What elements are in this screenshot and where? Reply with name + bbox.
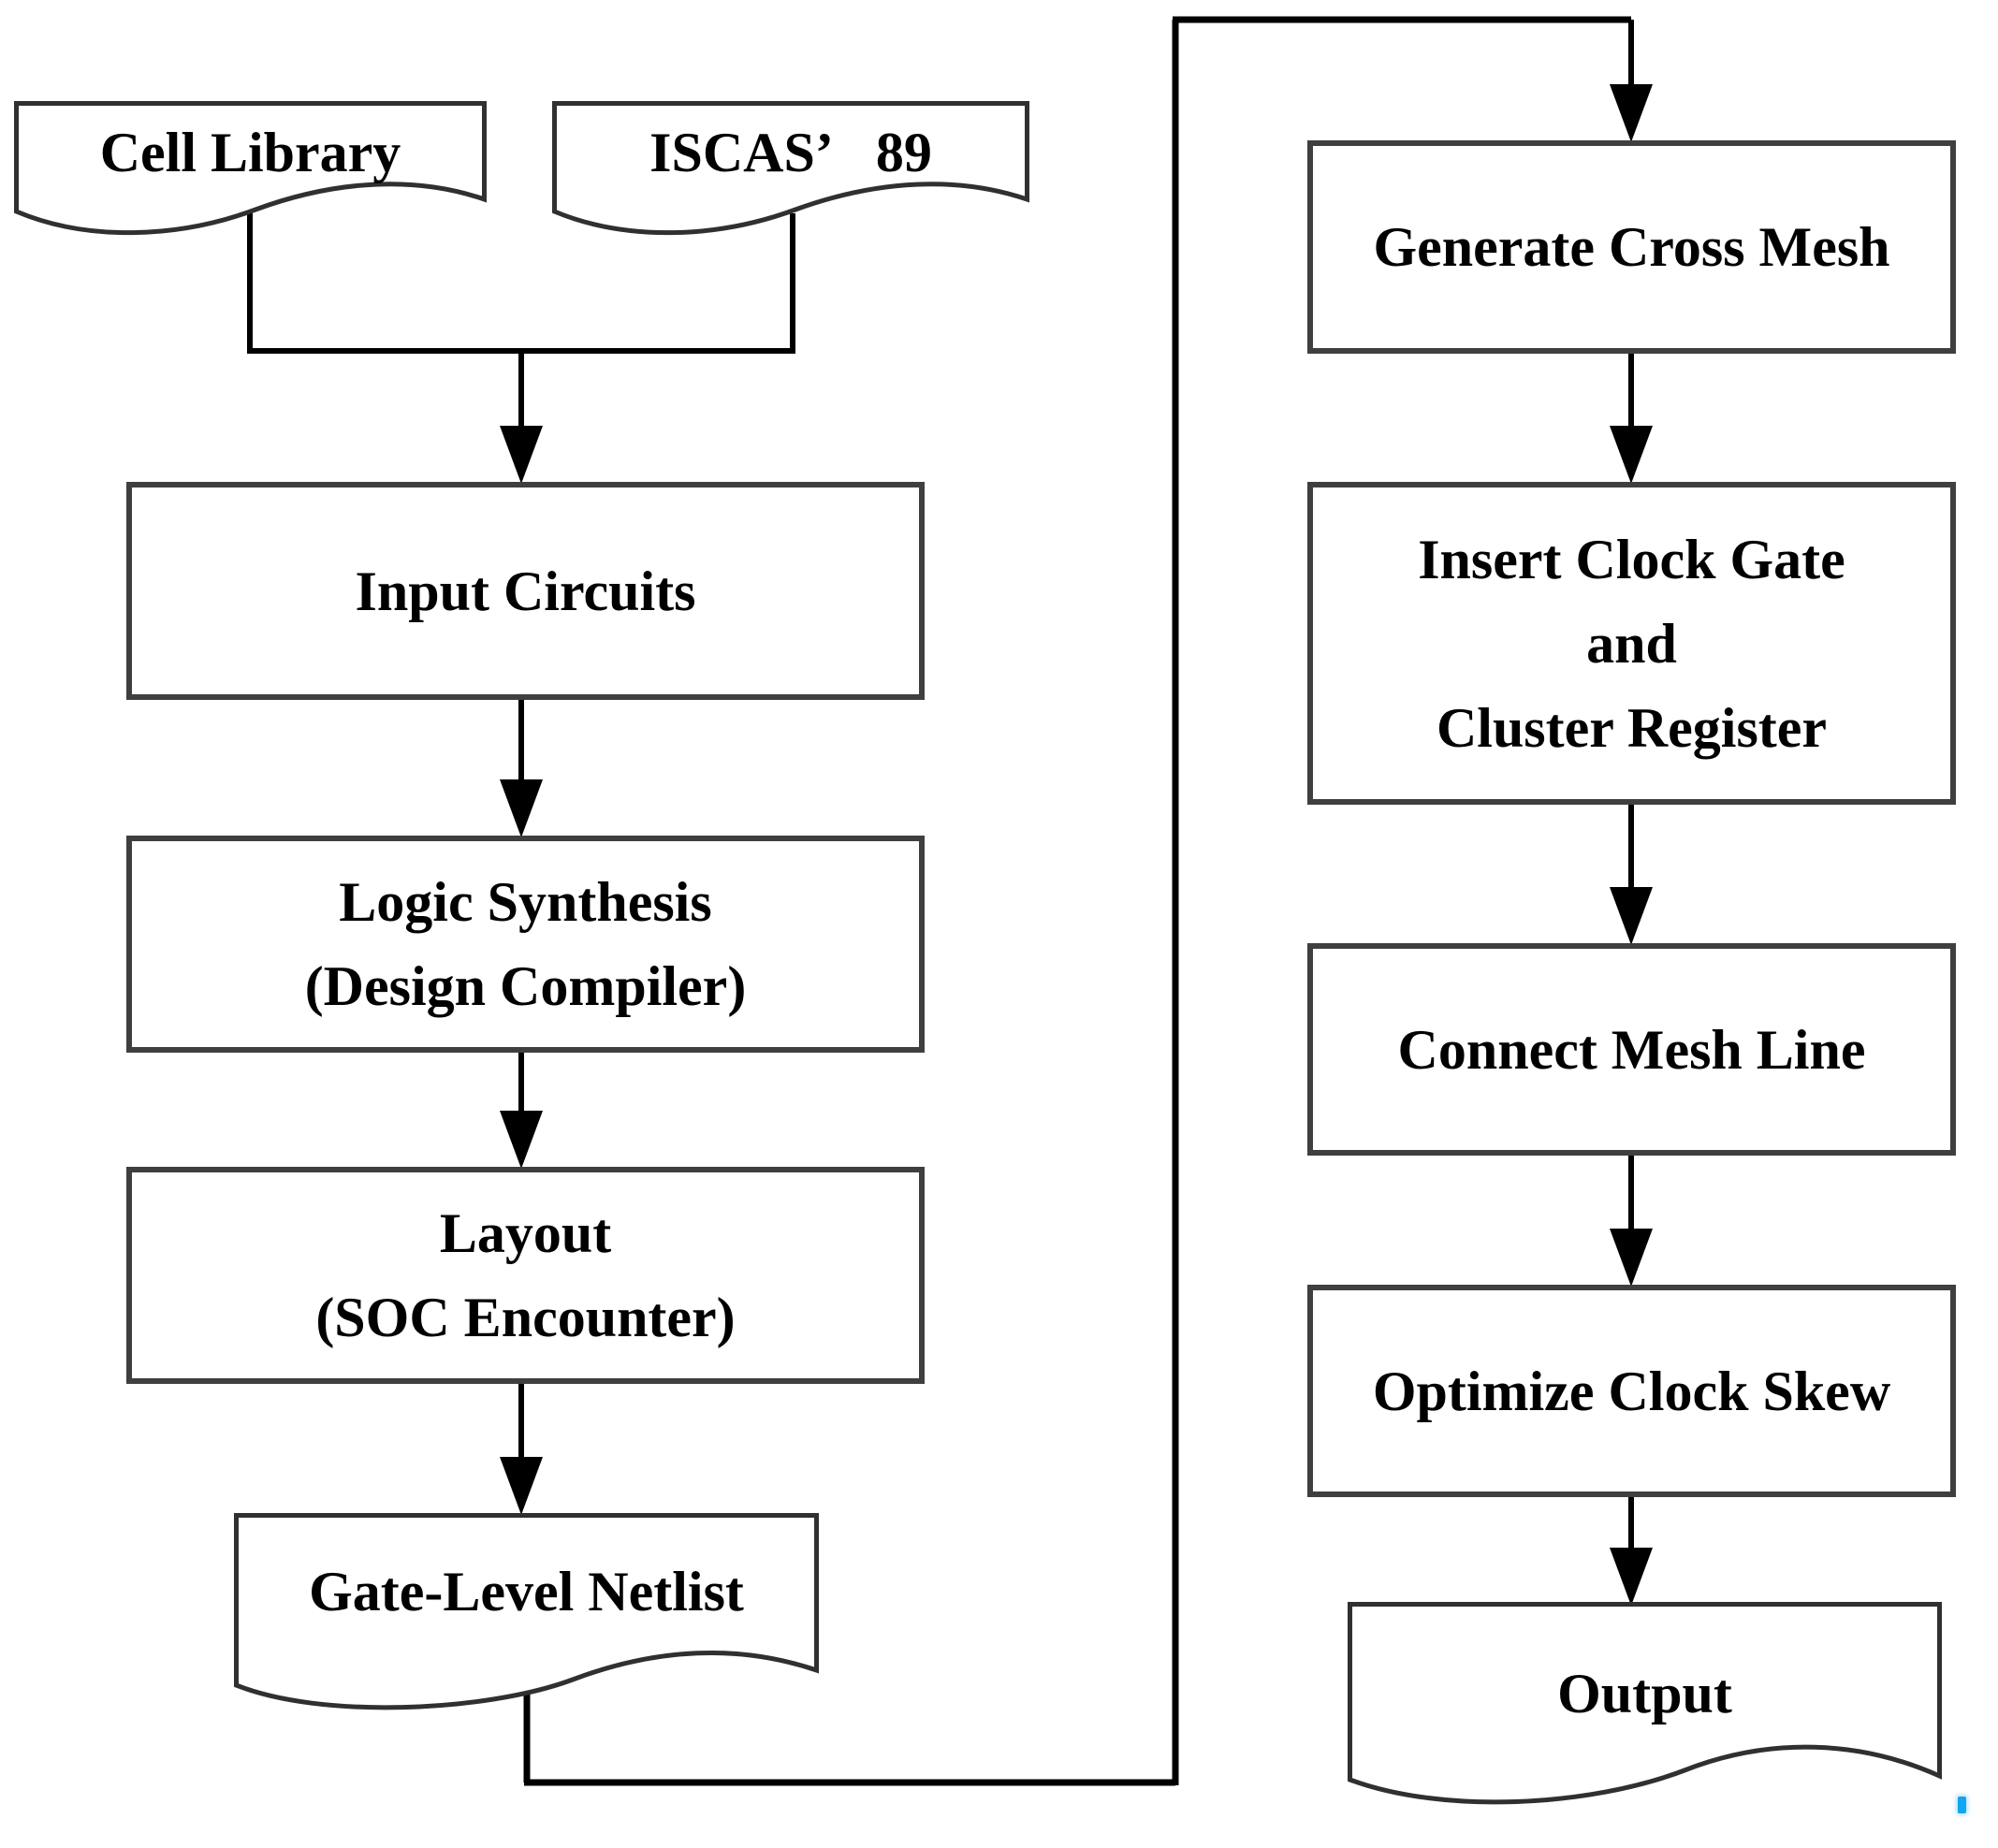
node-label: Input Circuits	[355, 560, 696, 622]
node-label-line2: (Design Compiler)	[304, 955, 747, 1017]
node-label: Output	[1557, 1662, 1732, 1724]
node-label-line2: (SOC Encounter)	[315, 1287, 736, 1348]
node-label-line1: Logic Synthesis	[339, 871, 712, 933]
arrowhead-connect-to-optimize	[1610, 1229, 1653, 1287]
node-connect-mesh-line: Connect Mesh Line	[1307, 943, 1956, 1156]
arrowhead-insert-to-connect	[1610, 887, 1653, 945]
arrowhead-top-to-generate	[1610, 84, 1653, 142]
arrowhead-input-to-synthesis	[500, 779, 543, 837]
node-label: ISCAS’ 89	[649, 122, 932, 183]
document-shape-icon	[552, 101, 1029, 236]
node-label-line1: Insert Clock Gate	[1418, 528, 1845, 590]
node-layout: Layout (SOC Encounter)	[126, 1167, 925, 1384]
arrowhead-generate-to-insert	[1610, 426, 1653, 484]
arrowhead-synthesis-to-layout	[500, 1111, 543, 1169]
node-generate-cross-mesh: Generate Cross Mesh	[1307, 140, 1956, 354]
node-insert-clock-gate: Insert Clock Gate and Cluster Register	[1307, 482, 1956, 805]
node-optimize-clock-skew: Optimize Clock Skew	[1307, 1285, 1956, 1497]
document-shape-icon	[234, 1513, 819, 1710]
document-shape-icon	[14, 101, 487, 236]
arrowhead-merge-to-input	[500, 426, 543, 484]
node-gate-level-netlist: Gate-Level Netlist	[234, 1513, 819, 1724]
arrowhead-layout-to-netlist	[500, 1457, 543, 1515]
node-label: Gate-Level Netlist	[309, 1560, 744, 1622]
node-logic-synthesis: Logic Synthesis (Design Compiler)	[126, 836, 925, 1053]
node-label-line2: and	[1586, 612, 1677, 675]
node-output: Output	[1348, 1602, 1942, 1817]
arrowhead-optimize-to-output	[1610, 1548, 1653, 1606]
node-label: Cell Library	[99, 122, 401, 183]
node-iscas89: ISCAS’ 89	[552, 101, 1029, 241]
node-input-circuits: Input Circuits	[126, 482, 925, 700]
node-label-line3: Cluster Register	[1436, 696, 1828, 759]
node-cell-library: Cell Library	[14, 101, 487, 241]
document-shape-icon	[1348, 1602, 1942, 1805]
node-label: Optimize Clock Skew	[1372, 1360, 1891, 1422]
node-label: Generate Cross Mesh	[1373, 216, 1890, 278]
node-label-line1: Layout	[439, 1202, 612, 1264]
blue-speck-artifact	[1958, 1797, 1966, 1813]
node-label: Connect Mesh Line	[1397, 1018, 1866, 1081]
